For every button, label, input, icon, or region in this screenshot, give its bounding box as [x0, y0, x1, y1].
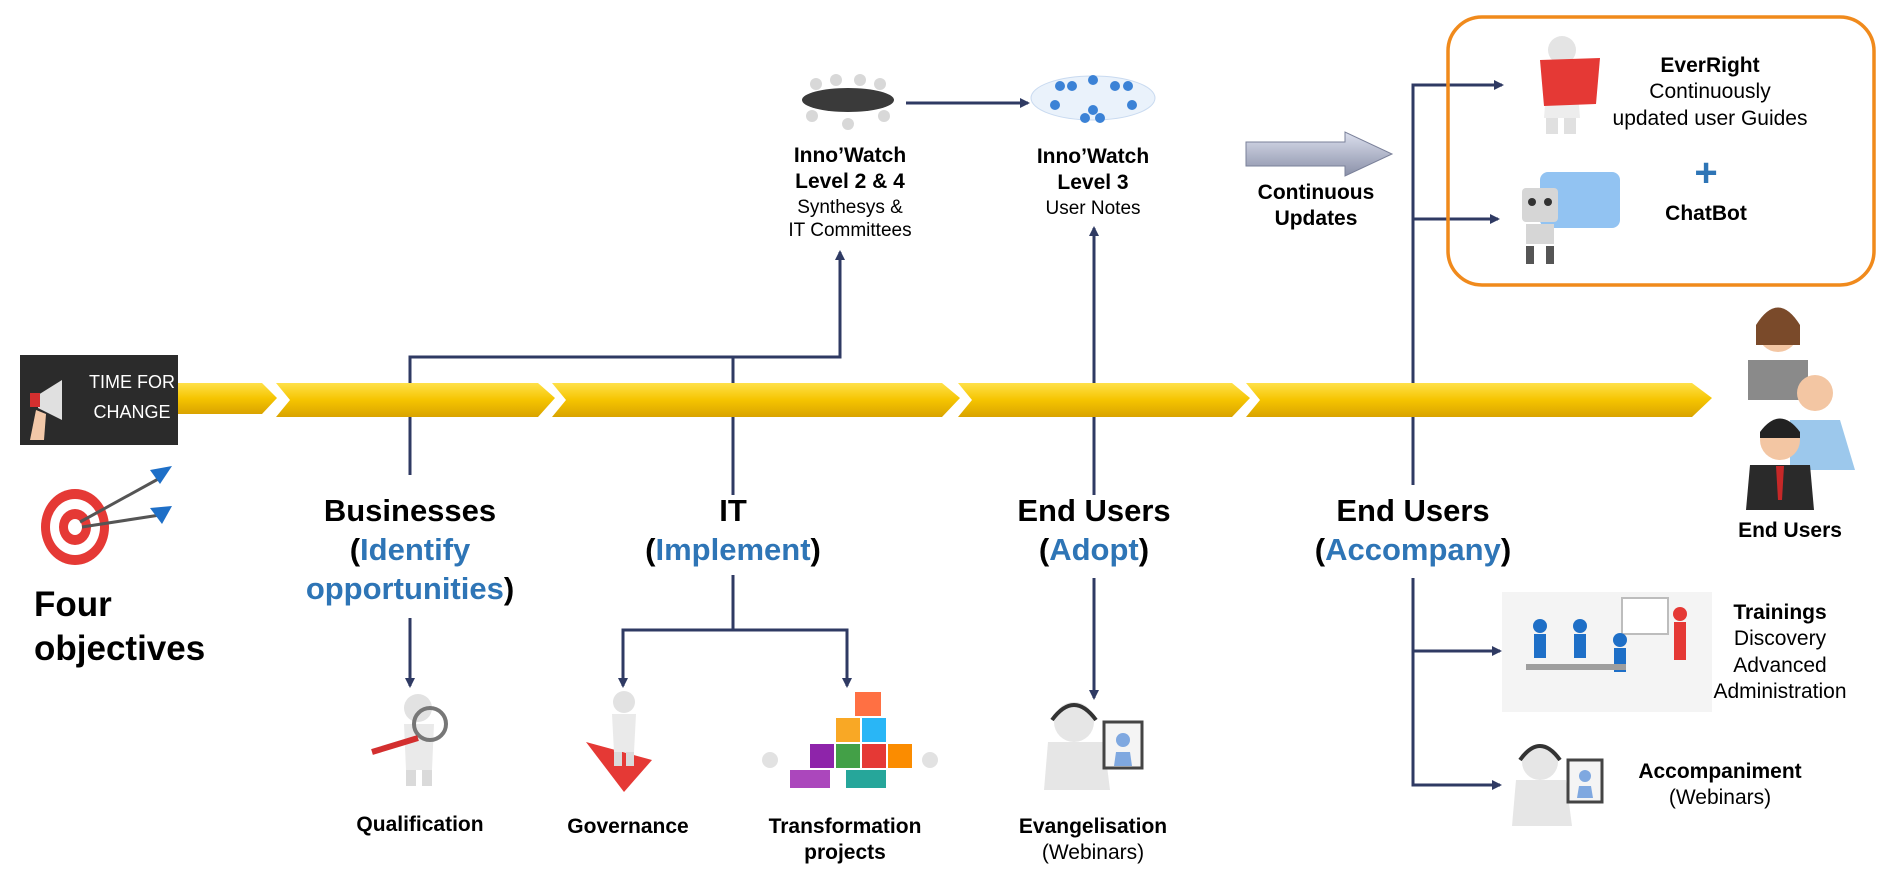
innowatch-level-2-4: Inno’Watch Level 2 & 4 Synthesys & IT Co… — [750, 143, 950, 243]
businesses-accent2: opportunities — [305, 570, 504, 606]
timeline-segment-4 — [958, 383, 1250, 417]
trainings-line2: Discovery — [1733, 627, 1827, 651]
it-title: IT — [719, 493, 747, 528]
change-label: CHANGE — [93, 402, 170, 422]
governance-figure-icon — [586, 691, 652, 792]
trainings-line3: Advanced — [1733, 653, 1827, 677]
adopt-objective: End Users (Adopt) — [974, 492, 1214, 570]
paren-close: ) — [810, 531, 821, 567]
magnifier-figure-icon — [371, 694, 448, 786]
paren-open: ( — [1038, 531, 1050, 567]
businesses-title: Businesses — [323, 493, 497, 528]
paren-close: ) — [503, 570, 515, 606]
everright-line2: Continuously — [1649, 80, 1771, 104]
chatbot-label: ChatBot — [1665, 202, 1747, 225]
paren-close: ) — [1138, 531, 1150, 567]
qualification-label: Qualification — [356, 813, 484, 836]
megaphone-icon — [20, 355, 178, 445]
paren-open: ( — [1314, 531, 1326, 567]
trainings-label: Trainings Discovery Advanced Administrat… — [1700, 600, 1860, 705]
continuous-updates-arrow — [1245, 131, 1394, 177]
connector-it-governance — [618, 575, 735, 688]
connector-it-transformation — [733, 628, 852, 688]
objectives-line2: objectives — [34, 628, 206, 668]
businesses-objective: Businesses (Identify opportunities) — [290, 492, 530, 608]
everright-line1: EverRight — [1660, 54, 1760, 77]
meeting-table-icon — [802, 74, 894, 130]
it-accent: Implement — [655, 531, 811, 567]
time-for-label: TIME FOR — [89, 372, 175, 392]
headset-figure-icon — [1044, 702, 1144, 790]
connector-accompany-everright — [1411, 80, 1504, 485]
paren-open: ( — [645, 531, 656, 567]
everright-label: EverRight Continuously updated user Guid… — [1600, 53, 1820, 132]
training-class-icon — [1502, 592, 1712, 712]
evangelisation-line1: Evangelisation — [1018, 815, 1168, 838]
timeline-segment-2 — [276, 383, 555, 417]
paren-open: ( — [349, 531, 361, 567]
continuous-updates-line2: Updates — [1274, 207, 1358, 231]
connector-lines — [405, 80, 1504, 790]
innowatch-level-3: Inno’Watch Level 3 User Notes — [1003, 144, 1183, 220]
reading-figure-icon — [1540, 36, 1600, 134]
trainings-line4: Administration — [1713, 679, 1847, 703]
accompany-title: End Users — [1336, 493, 1490, 528]
continuous-updates-label: Continuous Updates — [1226, 180, 1406, 233]
objectives-line1: Four — [34, 585, 112, 624]
innowatch3-line3: User Notes — [1045, 197, 1141, 219]
businesses-accent: Identify — [360, 531, 471, 567]
accompany-objective: End Users (Accompany) — [1283, 492, 1543, 570]
robot-chatbot-icon — [1522, 172, 1620, 264]
adopt-title: End Users — [1017, 493, 1171, 528]
people-group-icon — [1746, 307, 1855, 510]
everright-chatbot-box — [1446, 15, 1876, 287]
end-users-label: End Users — [1738, 519, 1842, 542]
accompany-accent: Accompany — [1325, 531, 1501, 567]
innowatch3-line1: Inno’Watch — [1036, 145, 1150, 168]
evangelisation-label: Evangelisation (Webinars) — [1003, 814, 1183, 867]
transformation-label: Transformation projects — [745, 814, 945, 867]
innowatch24-line2: Level 2 & 4 — [795, 170, 905, 194]
connector-business-to-innowatch24 — [408, 250, 845, 475]
user-network-icon — [1030, 75, 1156, 123]
innowatch24-line1: Inno’Watch — [793, 144, 907, 167]
innowatch3-line2: Level 3 — [1057, 171, 1129, 195]
plus-icon: + — [1694, 151, 1717, 195]
evangelisation-line2: (Webinars) — [1041, 841, 1145, 865]
target-icon — [41, 466, 172, 565]
paren-close: ) — [1500, 531, 1512, 567]
transformation-line1: Transformation — [768, 815, 922, 838]
adopt-accent: Adopt — [1049, 531, 1139, 567]
puzzle-team-icon — [762, 692, 938, 788]
transformation-line2: projects — [804, 841, 886, 865]
accompaniment-line1: Accompaniment — [1638, 760, 1802, 783]
innowatch24-line3: Synthesys & — [797, 196, 903, 218]
timeline-segment-1 — [178, 383, 277, 414]
it-objective: IT (Implement) — [613, 492, 853, 570]
everright-line3: updated user Guides — [1612, 106, 1808, 130]
trainings-line1: Trainings — [1733, 601, 1827, 624]
accompaniment-label: Accompaniment (Webinars) — [1620, 759, 1820, 812]
governance-label: Governance — [567, 815, 689, 838]
innowatch24-line4: IT Committees — [788, 220, 912, 242]
accompaniment-line2: (Webinars) — [1668, 786, 1772, 810]
timeline — [178, 383, 1712, 417]
continuous-updates-line1: Continuous — [1257, 181, 1375, 204]
objectives-title: Four objectives — [34, 583, 205, 671]
headset-figure-icon-accompaniment — [1512, 744, 1604, 826]
timeline-segment-3 — [552, 383, 960, 417]
timeline-segment-5 — [1246, 383, 1712, 417]
connector-accompany-trainings — [1411, 578, 1502, 790]
